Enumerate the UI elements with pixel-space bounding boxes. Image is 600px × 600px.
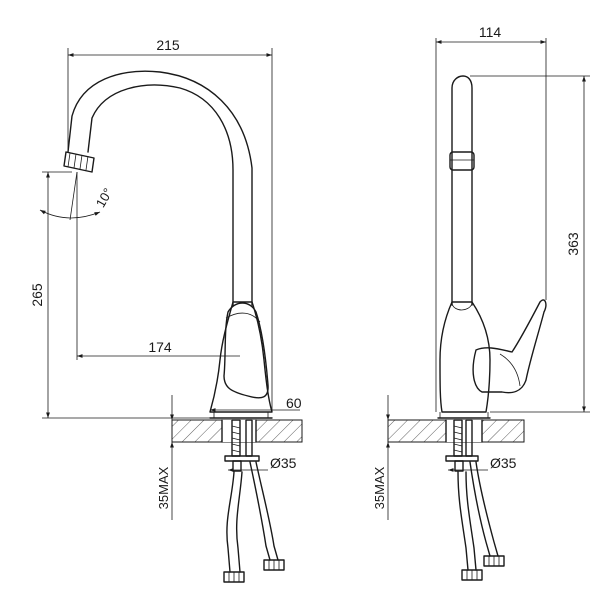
front-spout [67, 70, 253, 306]
front-base-dimension: 60 [210, 395, 302, 412]
side-spout [451, 75, 473, 306]
side-hole-dimension: Ø35 [448, 455, 517, 472]
front-deck-label: 35MAX [156, 466, 171, 509]
front-reach-dimension: 174 [76, 220, 240, 360]
front-reach-label: 174 [148, 339, 172, 355]
front-mixer-body [209, 301, 273, 413]
front-width-label: 215 [156, 37, 180, 53]
side-aerator-ring [449, 151, 475, 171]
side-height-dimension: 363 [470, 75, 590, 413]
side-counter-slab [387, 419, 525, 443]
front-view: 215 265 174 10° 60 Ø [29, 37, 303, 583]
front-angle-label: 10° [93, 185, 116, 210]
front-lever-handle [223, 302, 269, 399]
front-hole-label: Ø35 [270, 455, 297, 471]
front-width-dimension: 215 [67, 37, 273, 412]
side-lever-handle [472, 299, 547, 394]
side-depth-dimension: 114 [435, 24, 547, 412]
front-hole-dimension: Ø35 [228, 455, 297, 472]
front-base-label: 60 [286, 395, 302, 411]
front-counter-slab [171, 419, 303, 443]
side-deck-label: 35MAX [372, 466, 387, 509]
front-aerator [63, 151, 95, 173]
side-height-label: 363 [565, 232, 581, 256]
front-angle-indicator: 10° [39, 171, 116, 221]
side-mixer-body [439, 301, 491, 413]
front-height-dimension: 265 [29, 171, 210, 419]
front-deck-dimension: 35MAX [156, 395, 174, 520]
front-mounting-assembly [223, 419, 285, 583]
side-depth-label: 114 [479, 24, 502, 40]
side-deck-dimension: 35MAX [372, 395, 390, 520]
side-hole-label: Ø35 [490, 455, 517, 471]
side-view: 114 363 Ø35 35MAX [372, 24, 590, 581]
front-height-label: 265 [29, 283, 45, 307]
side-mounting-assembly [445, 419, 505, 581]
